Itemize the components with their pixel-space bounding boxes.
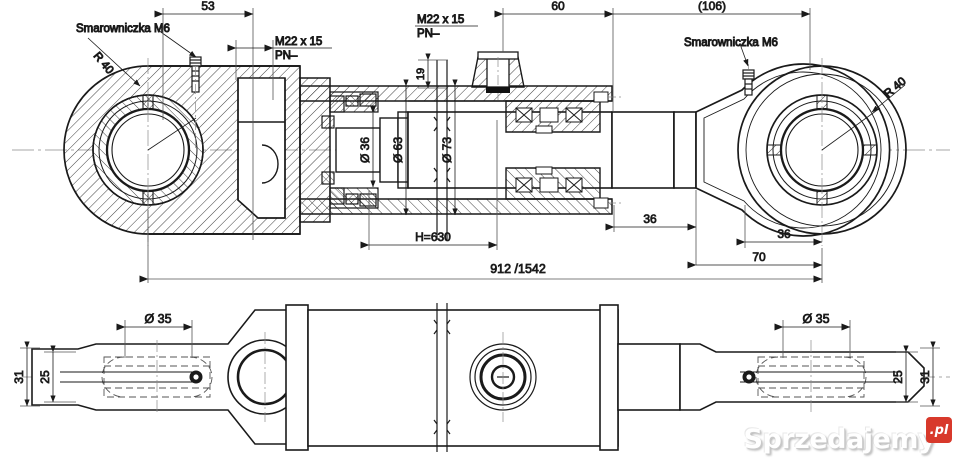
dim-dia-36-value: Ø 36 — [358, 137, 372, 163]
left-eye-pocket — [237, 77, 286, 219]
plan-view: Ø 35 Ø 35 25 31 — [12, 303, 950, 452]
leader-lines-section — [87, 29, 906, 151]
plan-barrel — [285, 304, 619, 451]
dim-plan-31-right-value: 31 — [918, 370, 932, 384]
dim-53: 53 — [154, 0, 254, 240]
dim-36-outer-value: 36 — [777, 227, 791, 241]
dim-plan-25-left-value: 25 — [38, 370, 52, 384]
rod-right-section — [611, 111, 697, 189]
dim-stroke-value: H=630 — [415, 230, 451, 244]
port-block-right — [471, 51, 525, 100]
plan-right-rod-lines — [740, 371, 900, 383]
dim-106-value: (106) — [698, 0, 726, 13]
label-grease-right: Smarowniczka M6 — [684, 37, 778, 49]
dim-port-left-span — [227, 40, 274, 100]
dim-dia-63: Ø 63 — [391, 79, 409, 216]
plan-port-boss — [469, 332, 537, 422]
dim-19-value: 19 — [415, 68, 427, 80]
dim-36-inner: 36 — [605, 190, 697, 265]
dim-dia-73-value: Ø 73 — [440, 137, 454, 163]
dim-70: 70 — [687, 250, 823, 269]
port-left-thread: M22 x 15 — [275, 36, 322, 48]
dim-overall: 912 /1542 — [139, 210, 823, 283]
port-left-standard: PN– — [275, 50, 298, 62]
dim-plan-25-right: 25 — [891, 345, 918, 403]
break-lines — [433, 60, 451, 240]
port-right-thread: M22 x 15 — [417, 14, 464, 26]
port-right-standard: PN– — [417, 28, 440, 40]
label-grease-left: Smarowniczka M6 — [76, 23, 170, 35]
dim-70-value: 70 — [752, 250, 766, 264]
dim-plan-25-right-value: 25 — [891, 370, 905, 384]
watermark-text: Sprzedajemy — [743, 424, 936, 455]
label-port-left: M22 x 15 PN– — [273, 36, 332, 63]
right-eye-body — [695, 58, 907, 246]
dim-plan-31-left-value: 31 — [12, 370, 26, 384]
dim-dia-63-value: Ø 63 — [391, 137, 405, 163]
dim-plan-25-left: 25 — [38, 345, 76, 403]
dim-dia-36: Ø 36 — [358, 106, 376, 188]
dim-plan-dia35-right: Ø 35 — [774, 312, 851, 358]
dim-overall-value: 912 /1542 — [490, 262, 546, 276]
watermark: Sprzedajemy .pl — [744, 417, 952, 453]
dim-plan-31-left: 31 — [12, 341, 40, 407]
dim-60: 60 — [494, 0, 614, 112]
label-radius-left: R 40 — [91, 50, 116, 76]
dim-106: (106) — [604, 0, 811, 70]
label-radius-right: R 40 — [882, 75, 908, 100]
dim-plan-dia35-left: Ø 35 — [116, 312, 193, 358]
dim-53-value: 53 — [201, 0, 215, 13]
dim-plan-dia35-left-value: Ø 35 — [144, 312, 171, 326]
plan-break-lines — [433, 303, 451, 452]
plan-grease-nipple-right-icon — [742, 370, 756, 384]
grease-nipple-left-icon — [189, 56, 202, 150]
plan-left-rod-lines — [60, 371, 196, 383]
section-view: Smarowniczka M6 Smarowniczka M6 R 40 R 4… — [12, 0, 950, 283]
dim-60-value: 60 — [551, 0, 565, 13]
dim-plan-dia35-right-value: Ø 35 — [802, 312, 829, 326]
gland-seal-pack-left — [321, 93, 377, 207]
plan-grease-nipple-left-icon — [189, 370, 203, 384]
dim-19: 19 — [415, 53, 448, 89]
dim-dia-73: Ø 73 — [440, 79, 458, 216]
dim-plan-31-right: 31 — [918, 341, 940, 407]
grease-nipple-right-icon — [742, 64, 755, 96]
dim-stroke: H=630 — [360, 120, 498, 250]
dim-36-inner-value: 36 — [643, 212, 657, 226]
plan-right-arm — [617, 343, 925, 411]
watermark-badge: .pl — [926, 417, 952, 443]
dim-36-outer: 36 — [736, 205, 823, 248]
label-port-right: M22 x 15 PN– — [415, 14, 478, 41]
rod-left-end — [335, 111, 409, 189]
piston-assembly — [505, 91, 624, 209]
